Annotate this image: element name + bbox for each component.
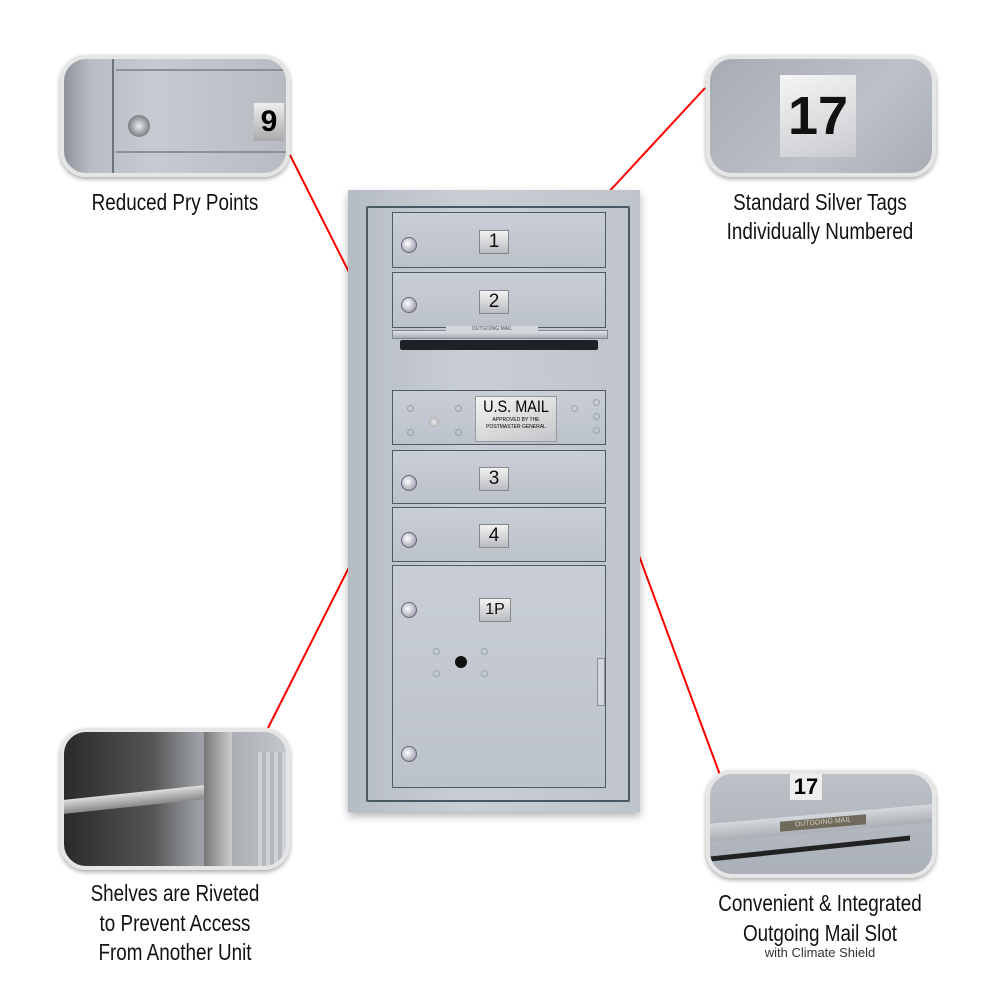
usps-plate: U.S. MAIL APPROVED BY THE POSTMASTER GEN… — [475, 396, 557, 442]
door-number-tag: 1P — [479, 598, 511, 622]
callout-shelves-image — [60, 728, 290, 870]
callout-pry-points-image: 9 — [60, 55, 290, 177]
caption-shelves-line1: Shelves are Riveted — [90, 880, 260, 906]
usps-plate-line1: APPROVED BY THE — [492, 417, 540, 423]
tag-number: 17 — [790, 774, 822, 800]
lock-icon — [128, 115, 150, 137]
slot-label-plate: OUTGOING MAIL — [446, 326, 538, 332]
lock-icon — [401, 237, 417, 253]
caption-silver-tags-line2: Individually Numbered — [726, 218, 914, 244]
caption-mail-slot-line2: Outgoing Mail Slot — [742, 920, 898, 946]
door-number-tag: 4 — [479, 524, 509, 548]
lock-icon — [401, 475, 417, 491]
caption-shelves-line3: From Another Unit — [98, 939, 252, 965]
door-number-tag: 3 — [479, 467, 509, 491]
lock-icon — [401, 297, 417, 313]
caption-pry-points: Reduced Pry Points — [91, 189, 259, 215]
usps-plate-title: U.S. MAIL — [483, 397, 549, 416]
door-number-tag: 2 — [479, 290, 509, 314]
caption-silver-tags-line1: Standard Silver Tags — [733, 189, 907, 215]
hinge — [597, 658, 605, 706]
caption-shelves-line2: to Prevent Access — [99, 910, 251, 936]
outgoing-mail-slot[interactable] — [400, 340, 598, 350]
callout-silver-tags-image: 17 — [706, 55, 936, 177]
lock-icon — [401, 532, 417, 548]
door-1[interactable]: 1 — [392, 212, 606, 268]
caption-mail-slot-line1: Convenient & Integrated — [718, 890, 922, 916]
tag-number: 17 — [780, 75, 856, 157]
door-4[interactable]: 4 — [392, 507, 606, 562]
door-1p-parcel-locker[interactable]: 1P — [392, 565, 606, 788]
keyhole-icon — [455, 656, 467, 668]
door-2[interactable]: 2 — [392, 272, 606, 328]
door-3[interactable]: 3 — [392, 450, 606, 504]
mailbox-frame — [366, 206, 630, 802]
usps-plate-line2: POSTMASTER GENERAL — [486, 424, 546, 430]
caption-mail-slot-sub: with Climate Shield — [764, 945, 876, 960]
usps-panel: U.S. MAIL APPROVED BY THE POSTMASTER GEN… — [392, 390, 606, 445]
lock-icon — [401, 602, 417, 618]
lock-icon — [401, 746, 417, 762]
door-number-tag: 1 — [479, 230, 509, 254]
callout-mail-slot-image: 17 OUTGOING MAIL — [706, 770, 936, 878]
screw-icon — [429, 417, 439, 427]
tag-number: 9 — [254, 103, 284, 141]
